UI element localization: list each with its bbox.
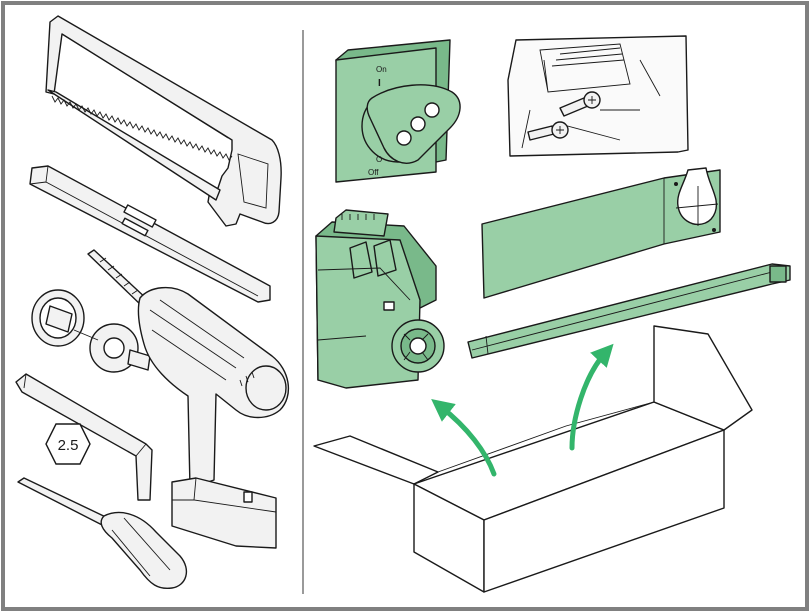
screw-icon [527,121,569,141]
hacksaw-icon [45,15,282,227]
rotary-handle-icon: On I O Off [335,39,461,183]
drill-icon [137,287,290,549]
tools-panel: 2.5 [15,15,290,590]
screw-icon [559,91,601,117]
extension-shaft-icon [467,263,791,359]
spirit-level-icon [29,165,271,303]
handle-mechanism-icon [315,209,445,389]
hex-size-badge: 2.5 [45,423,91,465]
hex-key-icon [15,373,153,501]
handle-off-label: Off [368,168,379,177]
hex-key-size-label: 2.5 [58,437,79,454]
handle-on-label: On [376,65,387,74]
unpack-arrow-right [569,343,614,451]
packaging-box-icon [313,325,753,593]
handle-on-symbol: I [378,78,381,89]
hole-saw-icon [31,289,151,373]
unpack-arrow-left [431,399,497,477]
kit-panel: On I O Off [313,35,791,593]
handle-off-symbol: O [376,155,382,164]
screwdriver-icon [17,477,188,590]
screw-pack-icon [507,35,689,157]
drilling-template-icon [481,167,721,299]
